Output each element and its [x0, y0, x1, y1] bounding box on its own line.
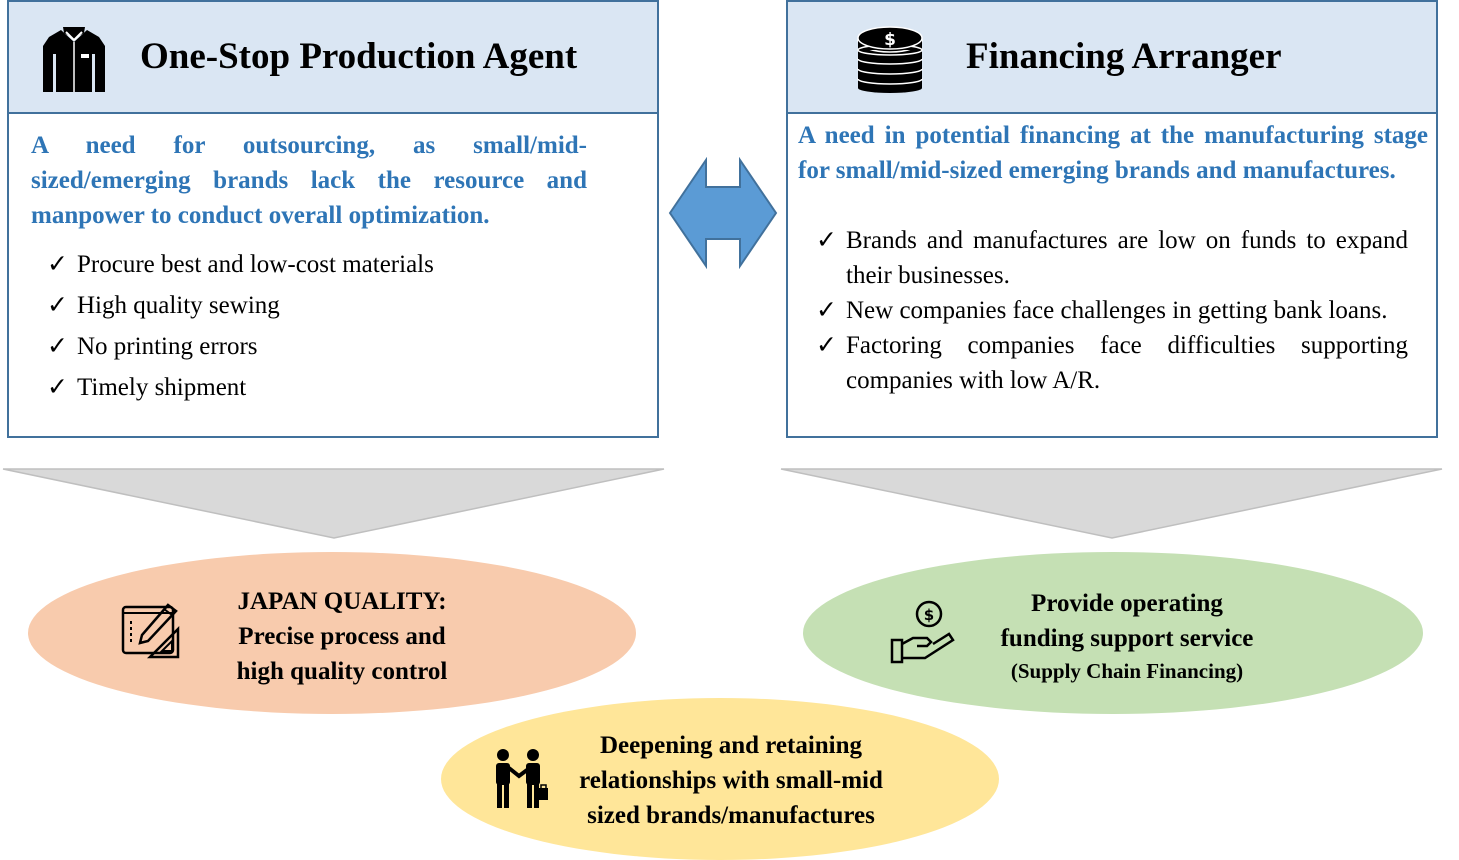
drafting-icon	[121, 603, 180, 659]
coin-stack-icon: $	[857, 26, 923, 93]
financing-arranger-checklist: ✓Brands and manufactures are low on fund…	[816, 223, 1408, 398]
financing-arranger-title: Financing Arranger	[966, 36, 1282, 77]
financing-arranger-need: A need in potential financing at the man…	[798, 122, 1428, 184]
shirt-icon	[43, 27, 105, 92]
list-item: ✓Procure best and low-cost materials	[47, 244, 607, 285]
production-agent-header: One-Stop Production Agent	[9, 2, 657, 114]
list-item: ✓Timely shipment	[47, 367, 607, 408]
list-item: ✓No printing errors	[47, 326, 607, 367]
money-hand-icon: $	[890, 600, 955, 664]
funding-support-text: Provide operating funding support servic…	[1000, 590, 1254, 683]
japan-quality-text: JAPAN QUALITY: Precise process and high …	[236, 588, 448, 685]
financing-arranger-panel: $ Financing Arranger A need in potential…	[786, 0, 1438, 438]
svg-text:$: $	[924, 606, 934, 624]
check-mark-icon: ✓	[816, 332, 837, 359]
list-item: ✓Brands and manufactures are low on fund…	[816, 223, 1408, 293]
check-mark-icon: ✓	[47, 251, 68, 278]
relationship-outcome: Deepening and retaining relationships wi…	[441, 698, 999, 860]
list-item: ✓High quality sewing	[47, 285, 607, 326]
check-mark-icon: ✓	[816, 227, 837, 254]
list-item: ✓New companies face challenges in gettin…	[816, 293, 1408, 328]
check-mark-icon: ✓	[47, 374, 68, 401]
production-agent-title: One-Stop Production Agent	[140, 36, 578, 77]
production-agent-need: A need for outsourcing, as small/mid-siz…	[31, 132, 587, 229]
relationship-text: Deepening and retaining relationships wi…	[579, 732, 883, 829]
check-mark-icon: ✓	[47, 333, 68, 360]
funding-support-outcome: $ Provide operating funding support serv…	[803, 552, 1423, 714]
list-item: ✓Factoring companies face difficulties s…	[816, 328, 1408, 398]
production-agent-checklist: ✓Procure best and low-cost materials ✓Hi…	[47, 244, 607, 408]
left-funnel-arrow	[2, 468, 665, 539]
financing-arranger-header: $ Financing Arranger	[788, 2, 1436, 114]
check-mark-icon: ✓	[47, 292, 68, 319]
handshake-people-icon	[496, 749, 548, 808]
production-agent-panel: One-Stop Production Agent A need for out…	[7, 0, 659, 438]
right-funnel-arrow	[780, 468, 1443, 539]
check-mark-icon: ✓	[816, 297, 837, 324]
svg-text:$: $	[884, 30, 896, 50]
japan-quality-outcome: JAPAN QUALITY: Precise process and high …	[28, 552, 636, 714]
double-arrow-icon	[668, 157, 778, 269]
